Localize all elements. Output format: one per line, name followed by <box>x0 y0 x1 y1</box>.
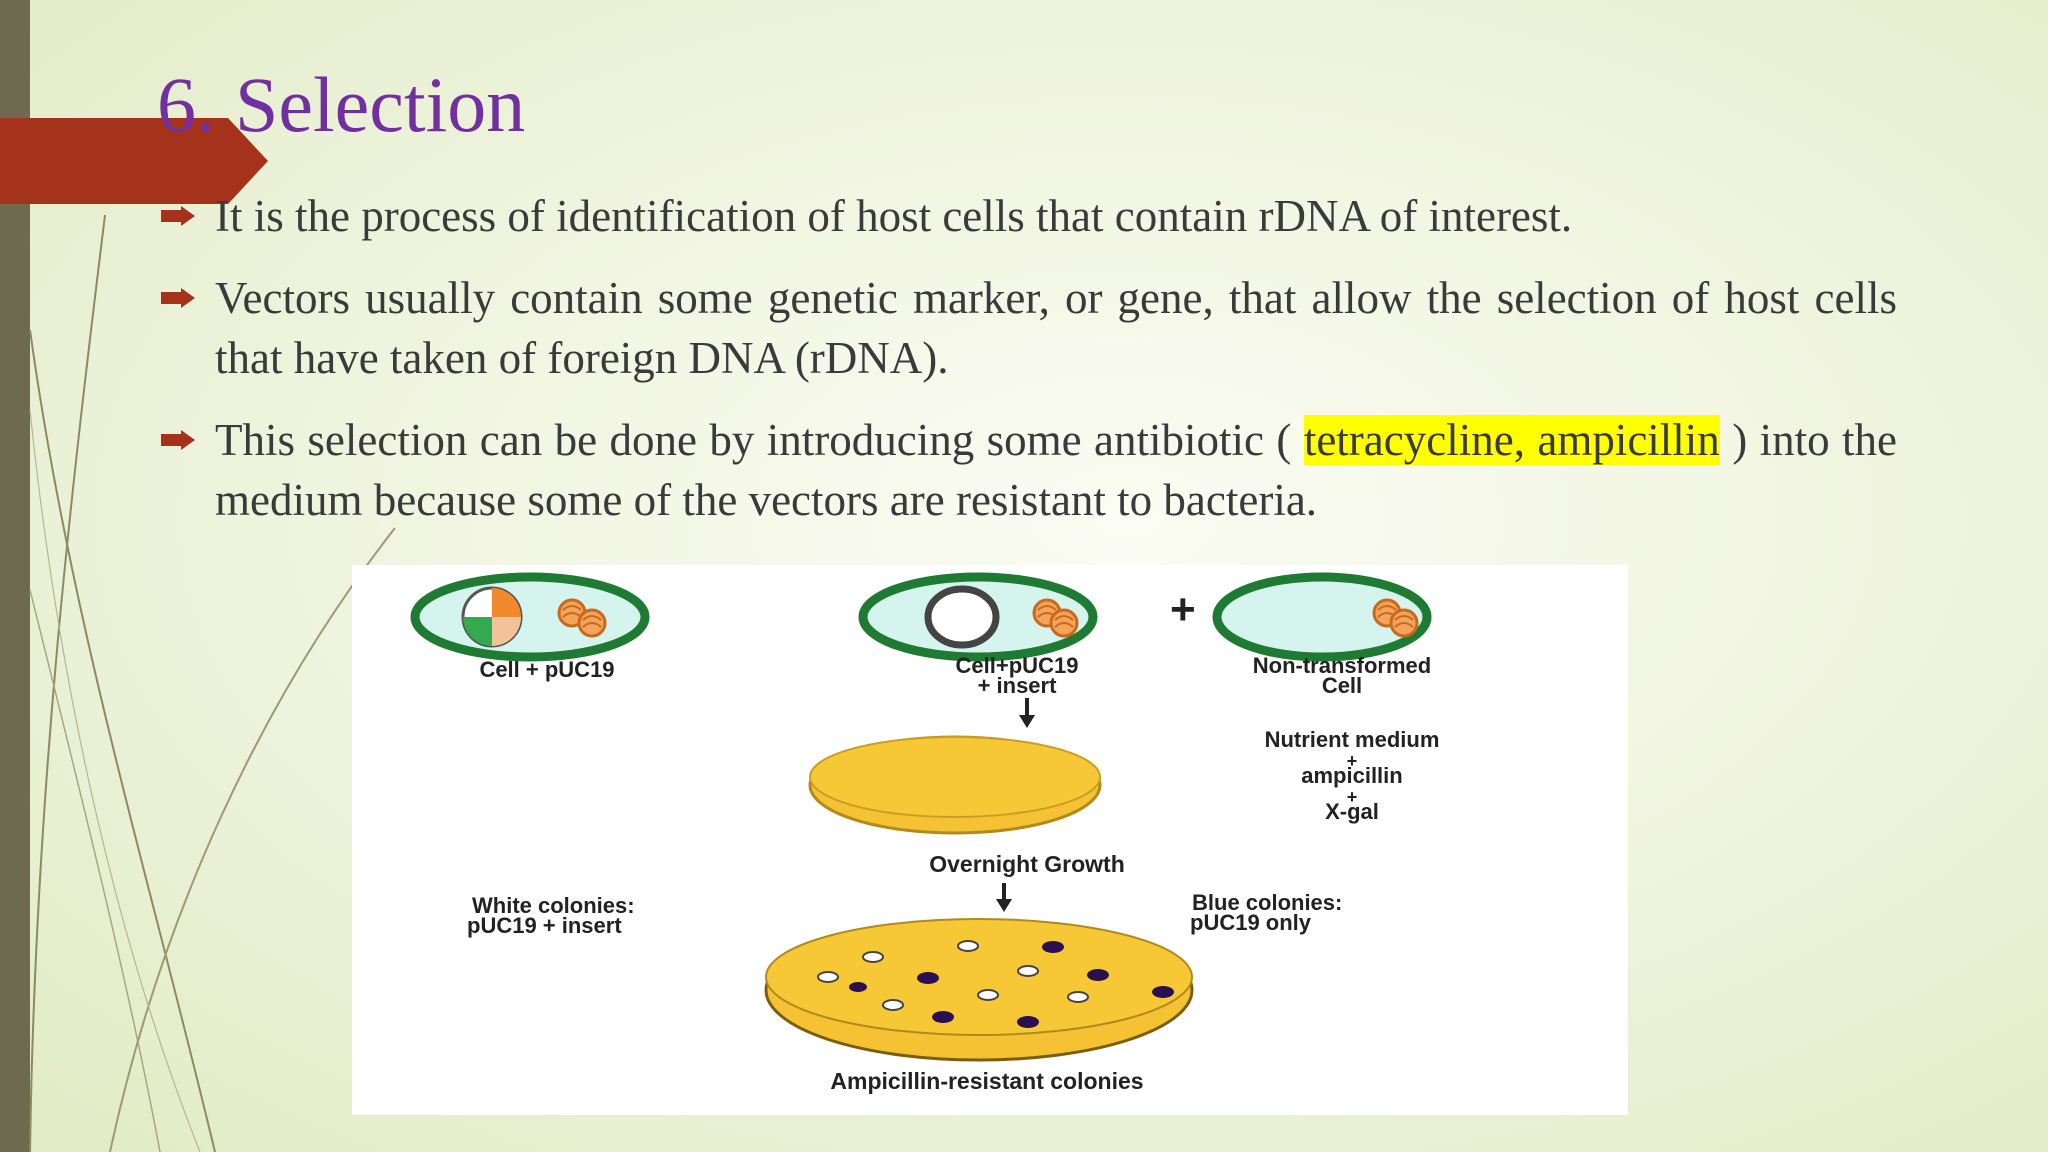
label-blue-colonies-2: pUC19 only <box>1190 910 1312 935</box>
arrow-bullet-icon <box>161 288 195 308</box>
slide-title: 6. Selection <box>157 61 526 148</box>
highlighted-antibiotics: tetracycline, ampicillin <box>1303 415 1720 465</box>
label-non-transformed-2: Cell <box>1322 673 1362 698</box>
label-white-colonies-2: pUC19 + insert <box>467 913 622 938</box>
label-overnight-growth: Overnight Growth <box>929 851 1125 877</box>
label-nutrient-medium: Nutrient medium <box>1265 727 1440 752</box>
bullet-text: It is the process of identification of h… <box>215 191 1573 241</box>
decorative-curves <box>29 214 396 1152</box>
cell-puc19-insert-icon <box>858 572 1098 662</box>
bullet-item: This selection can be done by introducin… <box>157 410 1897 530</box>
non-transformed-cell-icon <box>1212 572 1432 662</box>
arrow-down-icon <box>1019 698 1035 728</box>
bullet-text: Vectors usually contain some genetic mar… <box>215 273 1897 383</box>
arrow-bullet-icon <box>161 206 195 226</box>
label-white-colonies: White colonies: <box>472 893 635 918</box>
label-plus: + <box>1347 787 1358 807</box>
bullet-item: Vectors usually contain some genetic mar… <box>157 268 1897 388</box>
bullet-item: It is the process of identification of h… <box>157 186 1897 246</box>
selection-diagram-image: + + Cell + pUC19 Cell+pUC19 + insert Non… <box>352 565 1628 1115</box>
colony-plate-icon <box>764 918 1194 1062</box>
label-cell-puc19-insert-2: + insert <box>978 673 1058 698</box>
label-non-transformed: Non-transformed <box>1253 653 1431 678</box>
label-x-gal: X-gal <box>1325 799 1379 824</box>
bullet-list: It is the process of identification of h… <box>157 186 1897 552</box>
arrow-down-icon <box>996 883 1012 912</box>
label-plus: + <box>1347 751 1358 771</box>
plus-operator: + <box>1170 585 1196 634</box>
label-blue-colonies: Blue colonies: <box>1192 890 1342 915</box>
label-cell-puc19: Cell + pUC19 <box>479 657 614 682</box>
bullet-text-after: ) into the medium because some of the ve… <box>215 415 1898 525</box>
label-ampicillin-resistant: Ampicillin-resistant colonies <box>830 1068 1143 1094</box>
arrow-bullet-icon <box>161 430 195 450</box>
cell-puc19-icon <box>410 572 650 662</box>
label-ampicillin: ampicillin <box>1301 763 1402 788</box>
label-cell-puc19-insert: Cell+pUC19 <box>956 653 1079 678</box>
bullet-text-before: This selection can be done by introducin… <box>215 415 1304 465</box>
title-arrow-shape <box>0 118 268 204</box>
nutrient-plate-icon <box>808 735 1102 835</box>
